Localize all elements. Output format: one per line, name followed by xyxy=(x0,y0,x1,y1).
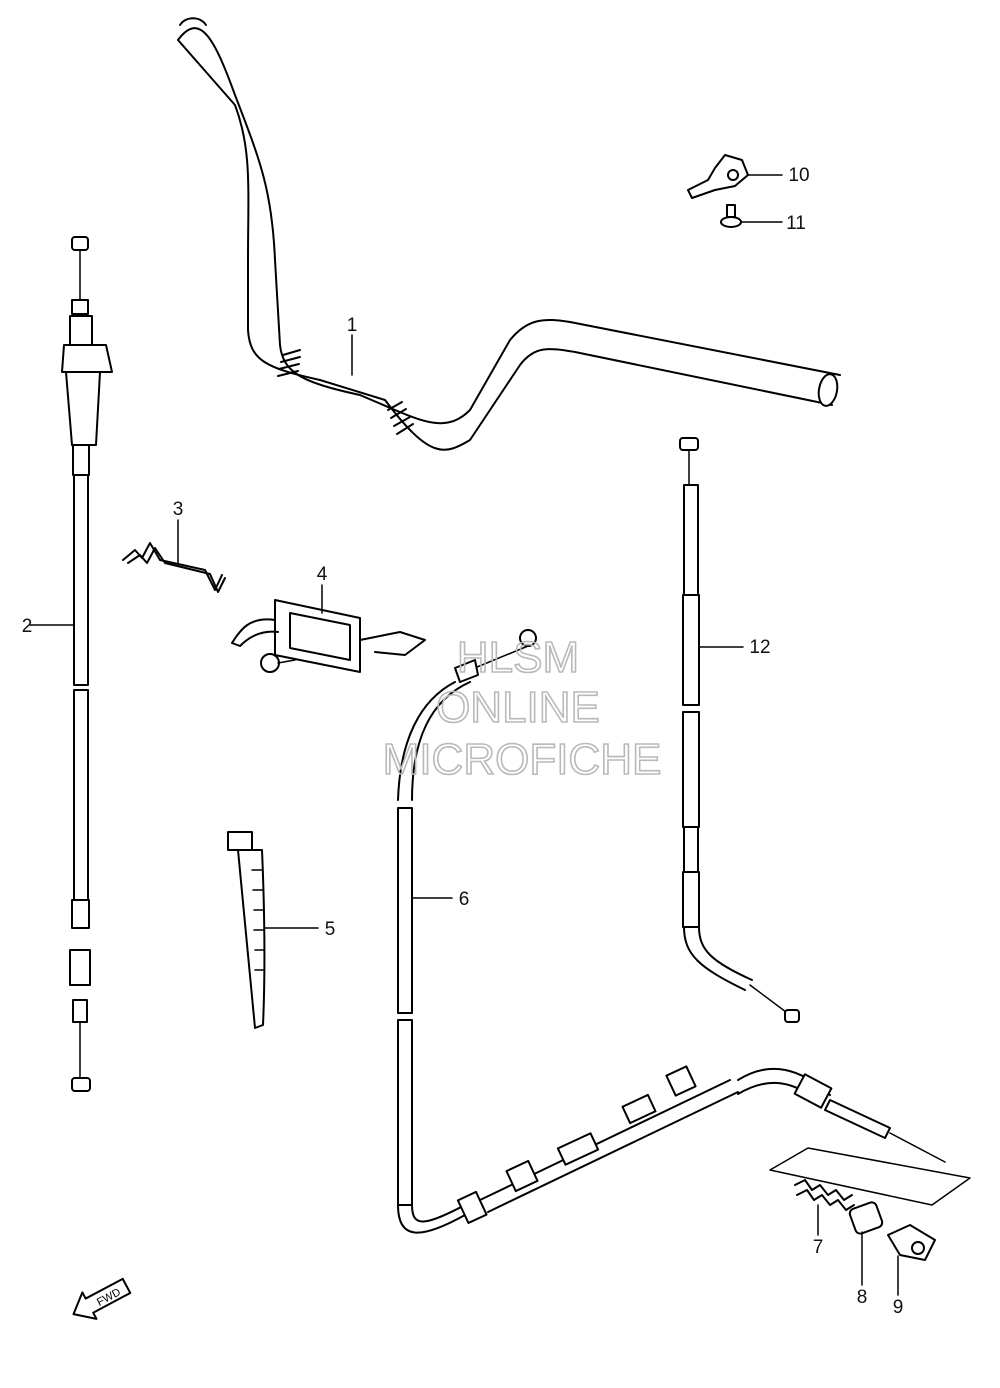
watermark: HLSM ONLINE MICROFICHE xyxy=(382,632,662,785)
throttle-cable xyxy=(29,236,113,1092)
sleeve xyxy=(848,1201,884,1286)
watermark-line3: MICROFICHE xyxy=(383,735,662,784)
callout-11: 11 xyxy=(786,213,806,234)
callout-6: 6 xyxy=(459,889,470,910)
cable-clamp xyxy=(887,1224,936,1296)
callout-8: 8 xyxy=(857,1287,868,1308)
callout-1: 1 xyxy=(347,315,358,336)
callout-2: 2 xyxy=(22,616,33,637)
handlebar xyxy=(177,17,841,451)
watermark-line2: ONLINE xyxy=(436,683,600,732)
fwd-arrow-icon: FWD xyxy=(72,1277,132,1320)
clutch-cable xyxy=(679,437,800,1023)
cable-guide-bracket xyxy=(231,584,426,673)
handlebar-grip-band-left xyxy=(277,349,301,377)
callout-3: 3 xyxy=(173,499,184,520)
handlebar-grip-band-right xyxy=(387,401,414,435)
callout-10: 10 xyxy=(788,165,809,186)
callout-9: 9 xyxy=(893,1297,904,1318)
callout-12: 12 xyxy=(749,637,770,658)
bracket xyxy=(687,154,783,199)
spring-kit-outline xyxy=(769,1147,971,1206)
cable-tie xyxy=(227,831,319,1029)
bolt xyxy=(720,204,783,228)
front-brake-cable xyxy=(397,629,946,1234)
spring xyxy=(794,1179,855,1236)
callout-5: 5 xyxy=(325,919,336,940)
wire-clip xyxy=(122,519,226,593)
callout-4: 4 xyxy=(317,564,328,585)
watermark-line1: HLSM xyxy=(457,633,579,682)
callout-7: 7 xyxy=(813,1237,824,1258)
